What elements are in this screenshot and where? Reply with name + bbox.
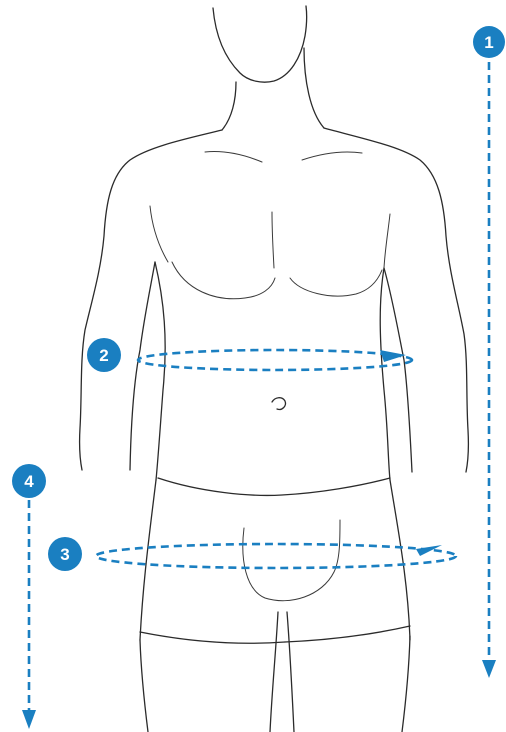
measure-1-arrowhead bbox=[482, 660, 496, 678]
navel bbox=[272, 398, 285, 410]
badge-2: 2 bbox=[87, 338, 121, 372]
measure-4-arrowhead bbox=[22, 710, 36, 729]
neck-right bbox=[304, 48, 324, 128]
badge-3-label: 3 bbox=[60, 545, 69, 564]
right-torso-side bbox=[380, 268, 390, 480]
sternum-line bbox=[272, 212, 274, 268]
right-leg-outer bbox=[390, 480, 410, 640]
briefs-hem-right bbox=[285, 626, 410, 642]
right-shoulder-arm bbox=[324, 128, 468, 472]
inner-thigh-right bbox=[287, 612, 294, 732]
right-clavicle bbox=[302, 152, 362, 160]
left-clavicle bbox=[205, 152, 262, 162]
neck-left bbox=[222, 82, 236, 130]
briefs-pouch bbox=[243, 520, 340, 601]
measure-2-waist bbox=[138, 350, 412, 370]
measure-4-inseam bbox=[22, 500, 36, 729]
right-thigh-lower bbox=[402, 636, 410, 732]
inner-thigh-left bbox=[270, 612, 278, 732]
right-pectoral bbox=[290, 270, 382, 296]
measure-2-dashed-ring bbox=[138, 350, 412, 370]
body-outline bbox=[80, 6, 469, 732]
left-pectoral bbox=[172, 262, 275, 299]
briefs-hem-left bbox=[140, 632, 285, 643]
badge-1: 1 bbox=[473, 26, 505, 58]
badge-4-label: 4 bbox=[24, 472, 34, 491]
left-inner-arm bbox=[130, 262, 155, 470]
measure-1-height bbox=[482, 62, 496, 678]
badge-4: 4 bbox=[12, 464, 46, 498]
badge-2-label: 2 bbox=[99, 346, 108, 365]
waistband-top bbox=[158, 478, 390, 495]
left-thigh-lower bbox=[140, 640, 148, 732]
left-leg-outer bbox=[140, 480, 156, 640]
left-torso-side bbox=[155, 262, 165, 480]
left-deltoid bbox=[150, 206, 168, 262]
right-deltoid bbox=[384, 214, 390, 268]
jaw-line bbox=[213, 6, 307, 82]
badge-1-label: 1 bbox=[484, 33, 493, 52]
badge-3: 3 bbox=[48, 537, 82, 571]
left-shoulder-arm bbox=[80, 130, 222, 470]
